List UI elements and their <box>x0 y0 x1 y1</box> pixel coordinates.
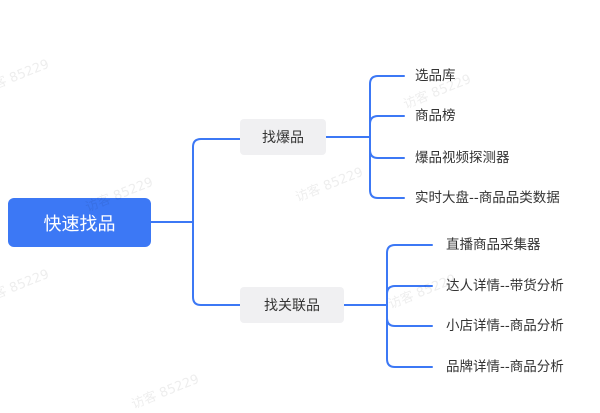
root-node[interactable]: 快速找品 <box>8 198 151 247</box>
leaf-node[interactable]: 实时大盘--商品品类数据 <box>415 190 560 206</box>
branch-label: 找爆品 <box>262 130 304 146</box>
leaf-node[interactable]: 选品库 <box>415 68 456 84</box>
branch-node-find-related[interactable]: 找关联品 <box>240 287 344 323</box>
leaf-node[interactable]: 爆品视频探测器 <box>415 150 510 166</box>
branch-node-find-hot[interactable]: 找爆品 <box>240 119 326 155</box>
leaf-node[interactable]: 小店详情--商品分析 <box>446 318 564 334</box>
leaf-node[interactable]: 品牌详情--商品分析 <box>446 359 564 375</box>
leaf-node[interactable]: 商品榜 <box>415 108 456 124</box>
mindmap-connectors <box>150 75 433 368</box>
connector-branch-1-leaves <box>369 75 405 199</box>
branch-label: 找关联品 <box>264 298 320 314</box>
connector-root-trunk <box>192 138 247 306</box>
leaf-node[interactable]: 达人详情--带货分析 <box>446 278 564 294</box>
connector-branch-2-leaves <box>386 244 433 368</box>
root-label: 快速找品 <box>43 213 116 235</box>
leaf-node[interactable]: 直播商品采集器 <box>446 237 541 253</box>
